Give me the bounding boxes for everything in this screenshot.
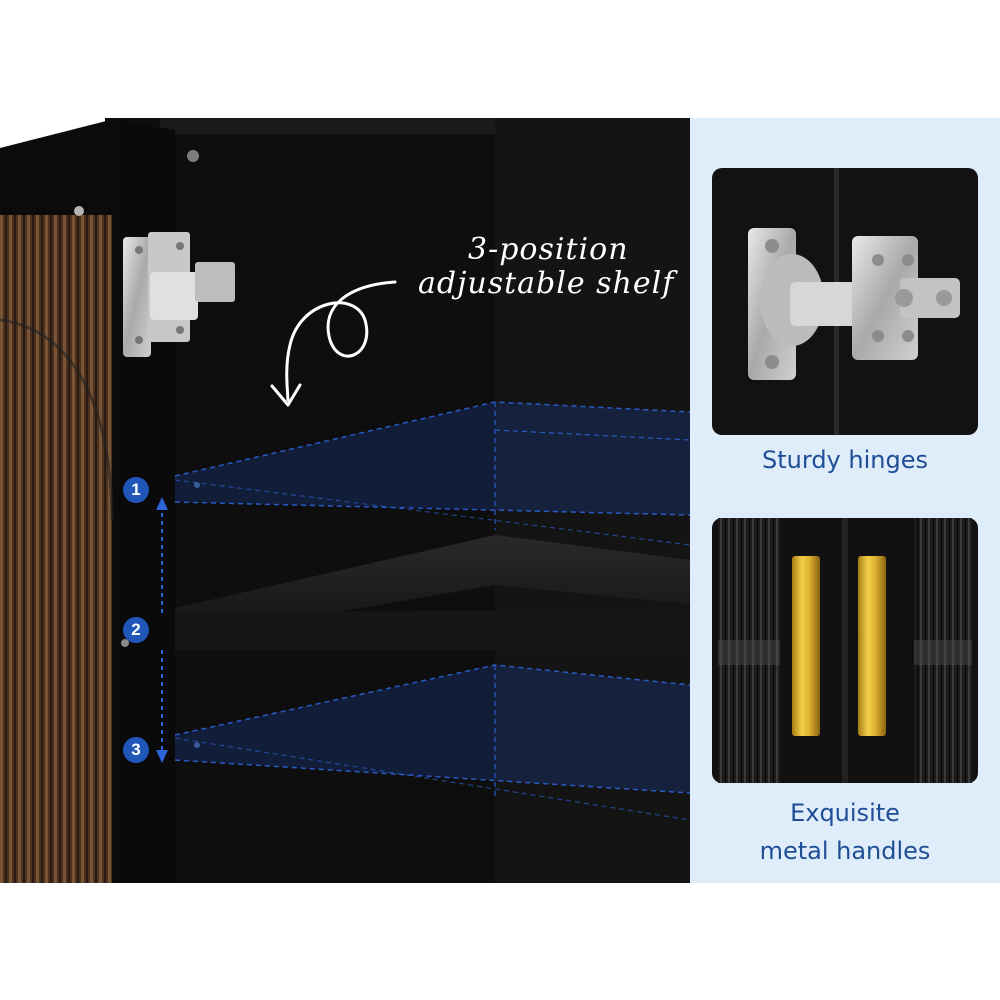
position-badge-3: 3 <box>123 737 149 763</box>
annotation-arrow <box>285 280 397 402</box>
door-hinge <box>123 232 235 357</box>
annotation-line-2: adjustable shelf <box>418 266 675 301</box>
fluted-glass-panel <box>0 215 112 883</box>
handles-label-line-1: Exquisite <box>790 799 900 827</box>
hinge-closeup-image <box>712 168 978 435</box>
shelf-position-1 <box>174 401 691 546</box>
annotation-line-1: 3-position <box>468 232 629 267</box>
position-badge-1: 1 <box>123 477 149 503</box>
shelf-position-3 <box>174 664 691 821</box>
position-badge-2: 2 <box>123 617 149 643</box>
handles-label-line-2: metal handles <box>759 837 931 865</box>
hinges-label: Sturdy hinges <box>762 446 928 474</box>
handles-closeup-image <box>712 518 978 783</box>
